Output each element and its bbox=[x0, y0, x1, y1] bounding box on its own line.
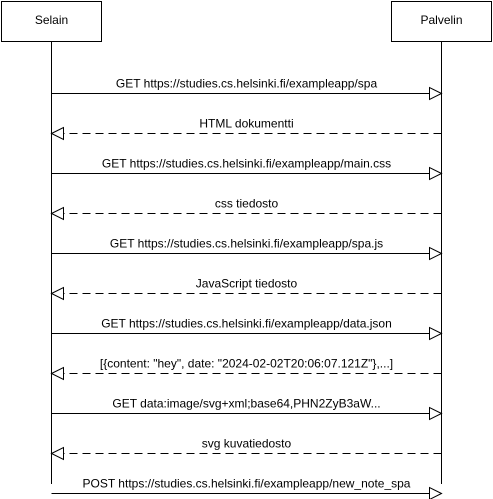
message-label: GET https://studies.cs.helsinki.fi/examp… bbox=[110, 237, 383, 251]
message-arrowhead bbox=[50, 286, 64, 301]
message-arrowhead bbox=[429, 326, 443, 341]
message-7: GET https://studies.cs.helsinki.fi/examp… bbox=[51, 317, 443, 341]
message-arrowhead bbox=[50, 206, 64, 221]
message-arrowhead bbox=[429, 486, 443, 499]
messages: GET https://studies.cs.helsinki.fi/examp… bbox=[50, 77, 443, 499]
message-label: svg kuvatiedosto bbox=[202, 437, 292, 451]
message-label: GET data:image/svg+xml;base64,PHN2ZyB3aW… bbox=[112, 397, 380, 411]
message-6: JavaScript tiedosto bbox=[50, 277, 442, 301]
message-4: css tiedosto bbox=[50, 197, 442, 221]
message-arrowhead bbox=[50, 446, 64, 461]
message-5: GET https://studies.cs.helsinki.fi/examp… bbox=[51, 237, 443, 261]
message-arrowhead bbox=[429, 166, 443, 181]
message-11: POST https://studies.cs.helsinki.fi/exam… bbox=[51, 477, 443, 499]
message-3: GET https://studies.cs.helsinki.fi/examp… bbox=[51, 157, 443, 181]
participant-server: Palvelin bbox=[391, 1, 492, 42]
message-9: GET data:image/svg+xml;base64,PHN2ZyB3aW… bbox=[51, 397, 443, 421]
message-8: [{content: "hey", date: "2024-02-02T20:0… bbox=[50, 357, 442, 381]
message-arrowhead bbox=[50, 366, 64, 381]
message-label: GET https://studies.cs.helsinki.fi/examp… bbox=[102, 157, 391, 171]
message-2: HTML dokumentti bbox=[50, 117, 442, 141]
message-arrowhead bbox=[429, 86, 443, 101]
participant-server-label: Palvelin bbox=[420, 13, 462, 27]
participant-client-label: Selain bbox=[35, 13, 68, 27]
message-label: GET https://studies.cs.helsinki.fi/examp… bbox=[101, 317, 392, 331]
message-label: css tiedosto bbox=[215, 197, 279, 211]
message-label: HTML dokumentti bbox=[199, 117, 293, 131]
message-label: GET https://studies.cs.helsinki.fi/examp… bbox=[116, 77, 378, 91]
message-label: POST https://studies.cs.helsinki.fi/exam… bbox=[83, 477, 411, 491]
message-arrowhead bbox=[429, 406, 443, 421]
message-arrowhead bbox=[429, 246, 443, 261]
participant-client: Selain bbox=[1, 1, 102, 42]
message-arrowhead bbox=[50, 126, 64, 141]
message-10: svg kuvatiedosto bbox=[50, 437, 442, 461]
message-label: [{content: "hey", date: "2024-02-02T20:0… bbox=[100, 357, 393, 371]
message-label: JavaScript tiedosto bbox=[196, 277, 298, 291]
message-1: GET https://studies.cs.helsinki.fi/examp… bbox=[51, 77, 443, 101]
